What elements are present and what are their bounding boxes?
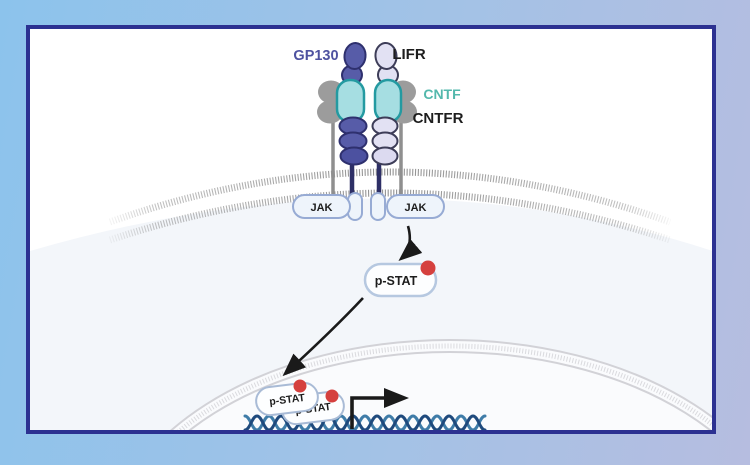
lifr-domain — [371, 146, 399, 166]
gp130-domain — [339, 146, 369, 166]
signal-arrow-pstat-to-nucleus — [282, 297, 364, 377]
pathway-diagram: GP130 LIFR CNTF CNTFR JAK JAK p-STAT p-S… — [30, 42, 712, 430]
gp130-lower-domains — [338, 116, 369, 166]
lifr-label: LIFR — [392, 46, 425, 63]
jak-left-label: JAK — [310, 202, 332, 214]
pstat-cytoplasm: p-STAT — [363, 260, 438, 298]
dna-strand-light — [243, 414, 487, 430]
phosphate-icon — [420, 260, 436, 276]
cntf-label: CNTF — [423, 86, 461, 102]
diagram-canvas: GP130 LIFR CNTF CNTFR JAK JAK p-STAT p-S… — [26, 25, 716, 434]
pstat-nuclear-front-label: p-STAT — [269, 392, 307, 408]
jak-complex: JAK JAK — [292, 192, 445, 221]
cntf-ligand-right — [373, 78, 403, 124]
gp130-domain — [343, 42, 367, 70]
lifr-domain — [374, 42, 398, 70]
membrane-outer-leaflet — [108, 168, 672, 226]
gp130-label: GP130 — [293, 48, 338, 64]
pstat-pill — [363, 262, 438, 298]
phosphate-icon — [293, 379, 307, 393]
jak-right-label: JAK — [404, 202, 426, 214]
pstat-cytoplasm-label: p-STAT — [375, 274, 418, 288]
lifr-lower-domains — [371, 116, 399, 166]
cntfr-label: CNTFR — [413, 110, 464, 127]
phosphate-icon — [325, 389, 339, 403]
transcription-arrow — [350, 387, 410, 429]
jak-left — [292, 194, 351, 219]
pstat-dimer: p-STAT p-STAT — [255, 379, 345, 426]
jak-right — [386, 194, 445, 219]
membrane-inner-leaflet — [108, 189, 672, 244]
receptor-tail-right — [370, 192, 386, 221]
plasma-membrane — [108, 168, 672, 244]
cntf-ligand-left — [335, 78, 366, 124]
signal-arrow-jak-to-pstat — [398, 225, 423, 262]
nuclear-envelope-inner — [188, 351, 712, 430]
